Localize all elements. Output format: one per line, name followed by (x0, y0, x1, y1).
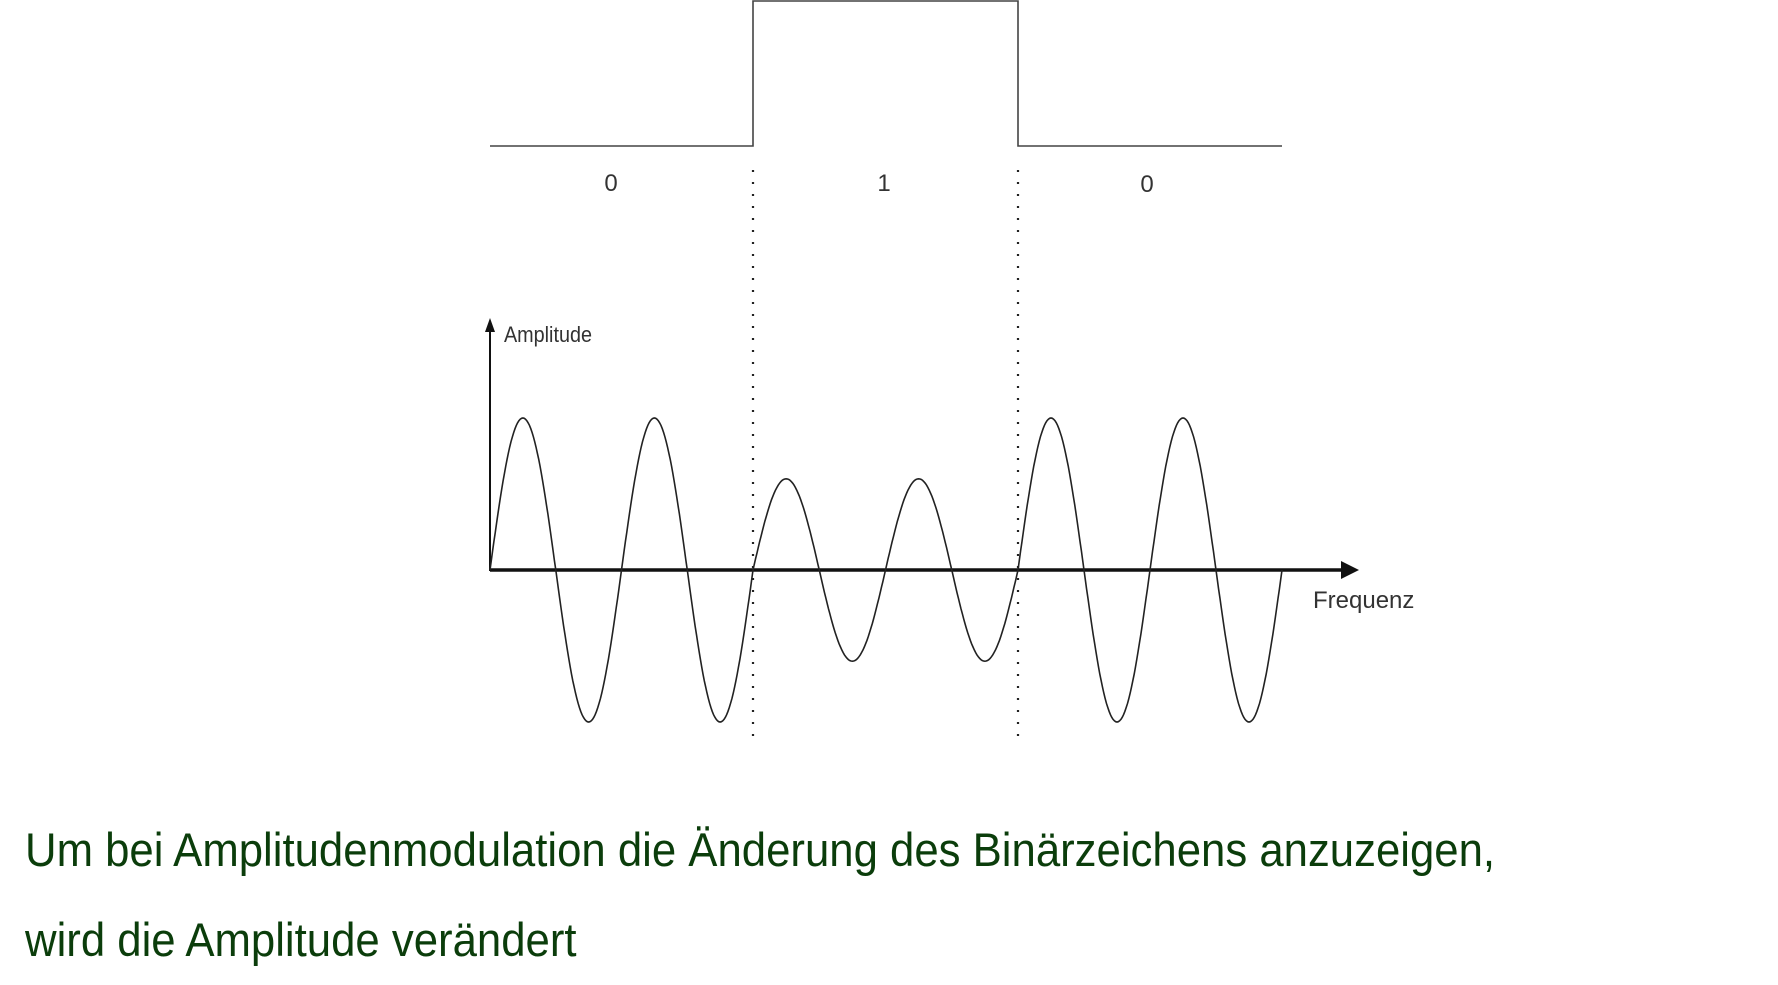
bit-label: 0 (604, 170, 617, 197)
y-axis-label: Amplitude (504, 323, 592, 347)
amplitude-modulation-diagram: 0 1 0 Amplitude Frequenz (485, 0, 1414, 736)
x-axis-arrow-icon (1341, 561, 1359, 579)
x-axis-label: Frequenz (1313, 587, 1414, 614)
bit-label: 1 (877, 170, 890, 197)
y-axis-arrow-icon (485, 318, 495, 332)
bit-label: 0 (1140, 171, 1153, 198)
caption-line-2: wird die Amplitude verändert (25, 913, 577, 966)
modulated-carrier-wave (489, 417, 1283, 723)
binary-signal-square-wave (490, 0, 1282, 147)
caption-line-1: Um bei Amplitudenmodulation die Änderung… (25, 823, 1496, 876)
